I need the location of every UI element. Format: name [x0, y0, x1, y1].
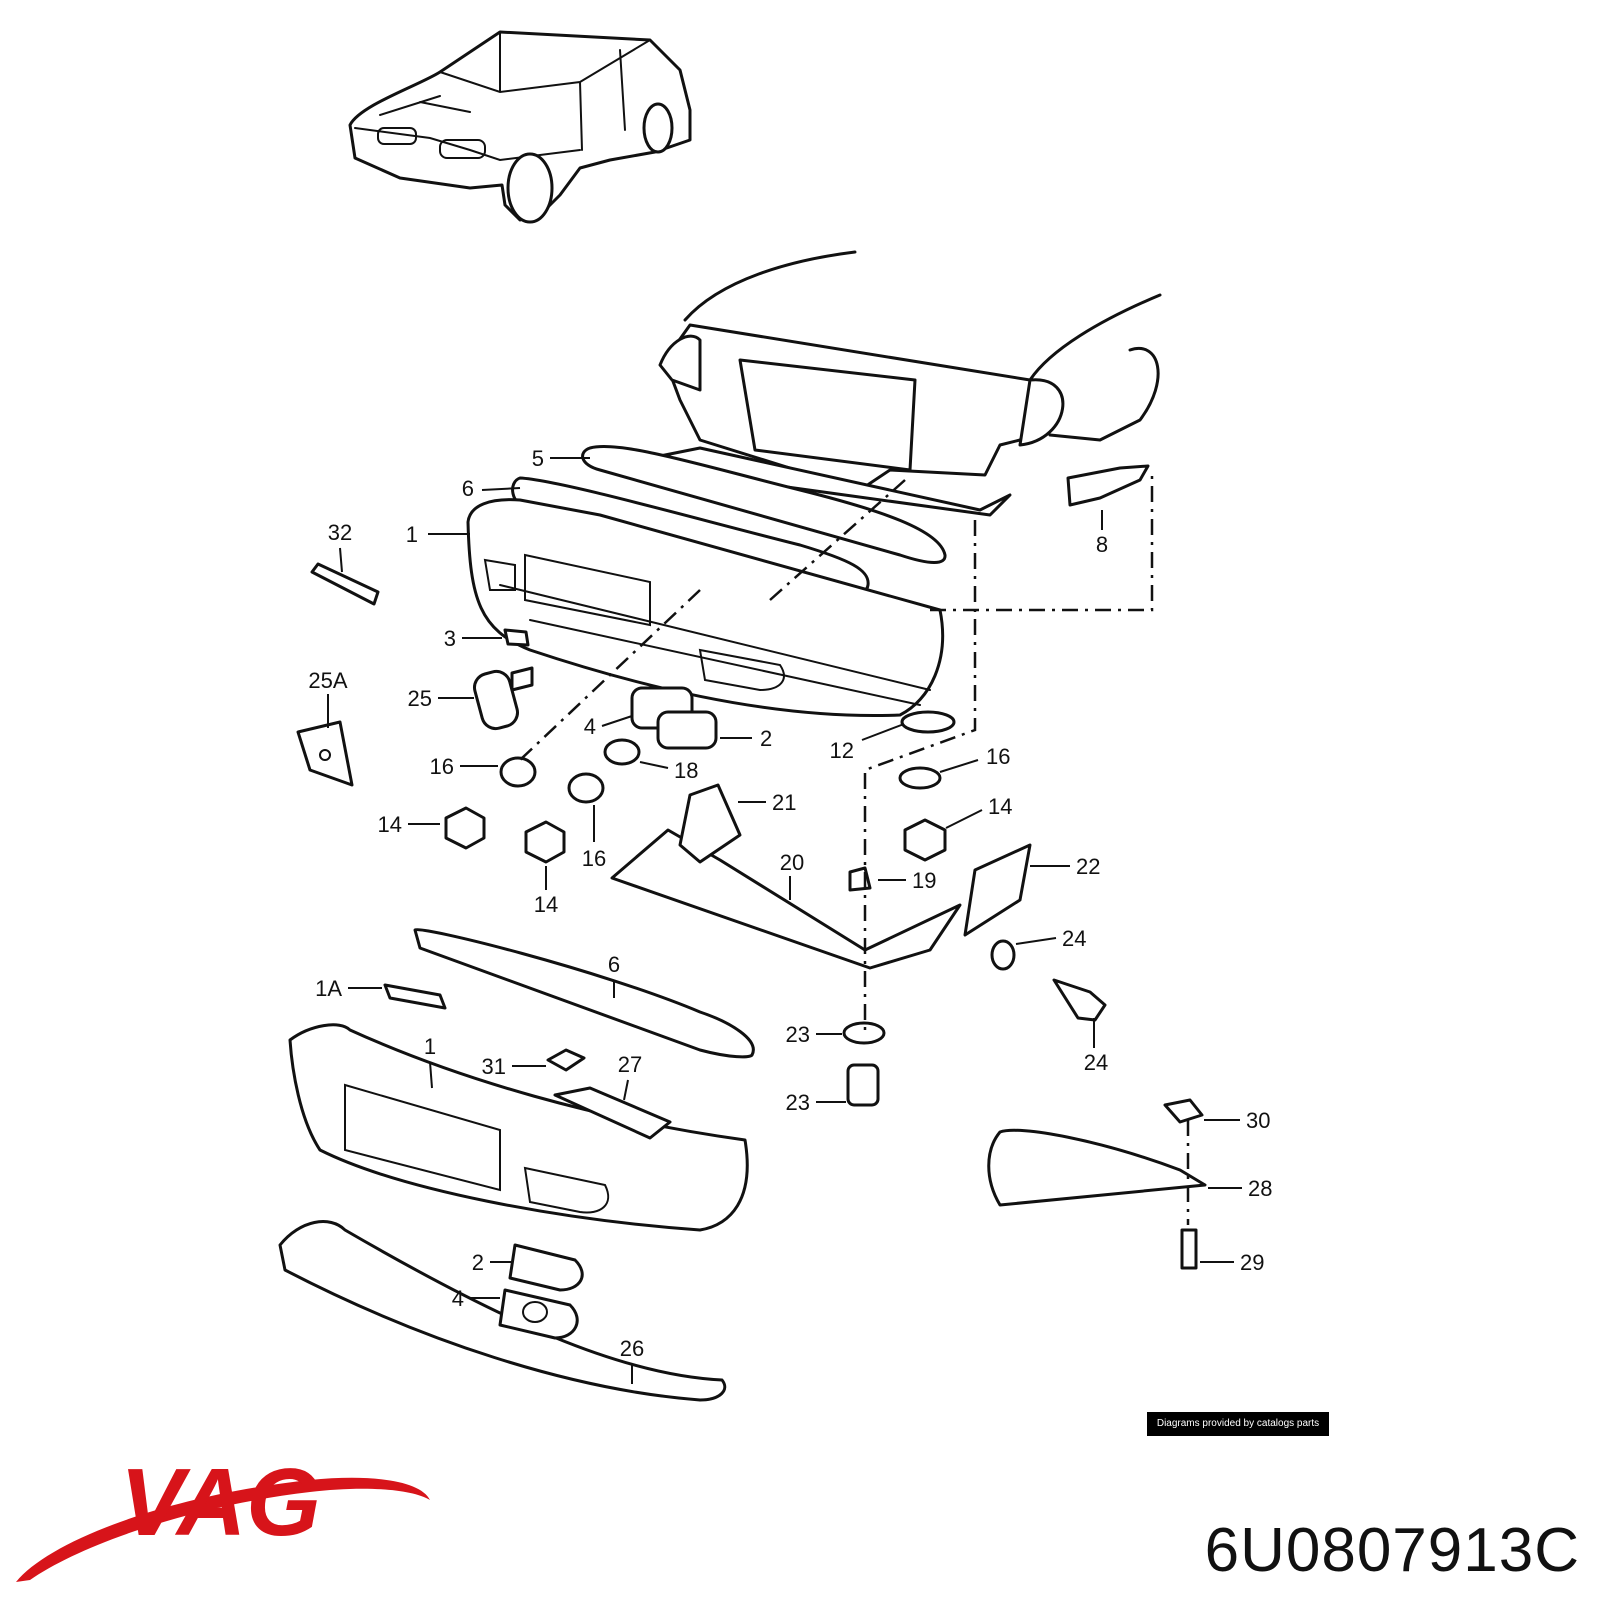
part-1-lower-bumper — [288, 1023, 749, 1232]
part-22-grille — [963, 843, 1032, 937]
callout-14-center: 14 — [534, 892, 558, 917]
callout-16-right: 16 — [986, 744, 1010, 769]
callout-20: 20 — [780, 850, 804, 875]
part-25-bolt — [473, 669, 519, 731]
callout-1A: 1A — [315, 976, 342, 1001]
part-20-cover — [610, 828, 962, 970]
callout-14-left: 14 — [378, 812, 402, 837]
part-6-lower-spoiler — [413, 928, 755, 1059]
callout-labels: 32 1 6 5 3 25A 25 4 2 16 18 14 14 16 12 … — [308, 446, 1272, 1361]
part-25A-plate — [296, 720, 354, 787]
callout-26: 26 — [620, 1336, 644, 1361]
callout-6-upper: 6 — [462, 476, 474, 501]
part-18-washer — [603, 738, 641, 766]
callout-31: 31 — [482, 1054, 506, 1079]
body-front-illustration — [638, 250, 1162, 517]
part-21-deflector — [678, 783, 742, 864]
callout-28: 28 — [1248, 1176, 1272, 1201]
part-3-clip — [503, 628, 530, 647]
callout-8: 8 — [1096, 532, 1108, 557]
callout-19: 19 — [912, 868, 936, 893]
callout-2-lower: 2 — [472, 1250, 484, 1275]
bumper-lower-assembly — [278, 928, 755, 1402]
callout-1-upper: 1 — [406, 522, 418, 547]
part-8-bracket — [1066, 464, 1150, 507]
diagram-credit-banner: Diagrams provided by catalogs parts — [1147, 1412, 1329, 1436]
part-28-trim — [987, 1128, 1207, 1207]
part-2-lens — [656, 710, 718, 750]
part-2-lower-lens — [508, 1243, 584, 1292]
callout-4-upper: 4 — [584, 714, 596, 739]
callout-2-upper: 2 — [760, 726, 772, 751]
part-1-bumper — [466, 498, 945, 717]
part-26-trim — [278, 1220, 727, 1402]
callout-16-left: 16 — [430, 754, 454, 779]
callout-6-lower: 6 — [608, 952, 620, 977]
callout-23-right: 24 — [1084, 1050, 1108, 1075]
part-29-screw — [1180, 1228, 1198, 1270]
part-27-bracket — [553, 1086, 672, 1140]
assembly-lines — [519, 470, 1190, 1225]
callout-23-center: 23 — [786, 1090, 810, 1115]
callout-18: 18 — [674, 758, 698, 783]
leader-lines — [327, 457, 1242, 1384]
side-trim-assembly — [987, 1098, 1207, 1270]
callout-16-center: 16 — [582, 846, 606, 871]
callout-14-right: 14 — [988, 794, 1012, 819]
callout-29: 29 — [1240, 1250, 1264, 1275]
callout-5: 5 — [532, 446, 544, 471]
callout-1-lower: 1 — [424, 1034, 436, 1059]
callout-21: 21 — [772, 790, 796, 815]
callout-22: 22 — [1076, 854, 1100, 879]
vag-logo: VAG — [16, 1449, 430, 1582]
callout-25: 25 — [408, 686, 432, 711]
part-32-strip — [310, 562, 380, 606]
callout-24-center: 23 — [786, 1022, 810, 1047]
lower-cover-assembly — [610, 783, 1107, 1107]
part-5-molding — [581, 444, 947, 564]
callout-12: 12 — [830, 738, 854, 763]
part-31-screw — [546, 1048, 586, 1072]
bumper-upper-assembly — [466, 444, 947, 717]
car-overview-illustration — [348, 30, 692, 224]
callout-27: 27 — [618, 1052, 642, 1077]
logo-wordmark: VAG — [120, 1449, 321, 1556]
callout-24-right: 24 — [1062, 926, 1086, 951]
callout-25A: 25A — [308, 668, 347, 693]
part-number: 6U0807913C — [1204, 1516, 1580, 1585]
logo-swoosh — [16, 1477, 430, 1582]
callout-3: 3 — [444, 626, 456, 651]
callout-30: 30 — [1246, 1108, 1270, 1133]
callout-32: 32 — [328, 520, 352, 545]
part-4-lower-frame — [498, 1288, 579, 1340]
part-30-clip — [1163, 1098, 1204, 1124]
callout-4-lower: 4 — [452, 1286, 464, 1311]
part-1A-strip — [383, 983, 447, 1010]
small-parts — [296, 464, 1150, 864]
